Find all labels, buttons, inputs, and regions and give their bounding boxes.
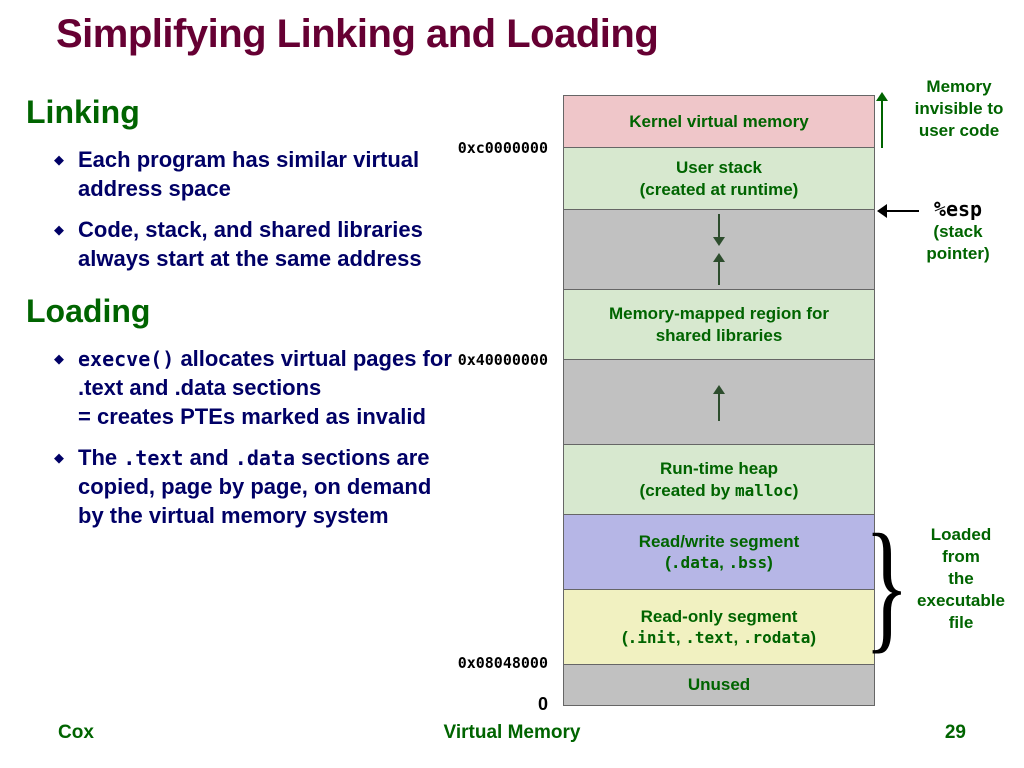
bullet-text: The .text and .data sections are copied,… — [78, 443, 458, 530]
mmap-growth-arrow-icon — [713, 253, 725, 285]
footer-page-number: 29 — [944, 722, 966, 743]
memregion-read-only-segment: Read-only segment (.init, .text, .rodata… — [564, 590, 874, 665]
memregion-gap-mmap-heap — [564, 360, 874, 445]
memory-invisible-arrow-icon — [876, 92, 888, 148]
memregion-gap-stack-mmap — [564, 210, 874, 290]
inline-code: .text — [685, 628, 734, 647]
inline-code: execve() — [78, 347, 175, 372]
bullet-text: Code, stack, and shared libraries always… — [78, 217, 423, 272]
region-label: (created by malloc) — [640, 480, 799, 501]
memory-invisible-note: Memory invisible to user code — [914, 77, 1004, 141]
heap-growth-arrow-icon — [713, 385, 725, 421]
address-label-kernel-base: 0xc0000000 — [457, 139, 548, 157]
label-segment: ) — [792, 480, 799, 500]
curly-brace-icon: } — [864, 504, 910, 666]
footer-title: Virtual Memory — [443, 722, 581, 743]
region-label: Run-time heap — [659, 459, 779, 479]
address-label-text-base: 0x08048000 — [457, 654, 548, 672]
region-label: User stack — [675, 158, 762, 178]
region-label: (.init, .text, .rodata) — [622, 627, 816, 648]
region-label: (.data, .bss) — [665, 552, 773, 573]
list-item: ◆ Code, stack, and shared libraries alwa… — [26, 215, 474, 273]
label-segment: ( — [665, 553, 671, 572]
region-label: Kernel virtual memory — [629, 111, 809, 131]
label-segment: , — [719, 553, 729, 572]
inline-code: .data — [234, 446, 296, 471]
memregion-unused: Unused — [564, 665, 874, 705]
diamond-bullet-icon: ◆ — [54, 152, 64, 167]
address-label-shared-lib-base: 0x40000000 — [457, 351, 548, 369]
memregion-shared-libraries: Memory-mapped region for shared librarie… — [564, 290, 874, 360]
bullet-text-segment: allocates virtual pages for .text and .d… — [78, 346, 452, 401]
memregion-runtime-heap: Run-time heap (created by malloc) — [564, 445, 874, 515]
bullet-text: execve() allocates virtual pages for .te… — [78, 344, 458, 431]
region-label: Read-only segment — [640, 606, 798, 626]
region-label: shared libraries — [655, 325, 783, 345]
bullet-text-segment: sections are copied, page by page, on de… — [78, 445, 432, 529]
diamond-bullet-icon: ◆ — [54, 450, 64, 466]
inline-code: .data — [670, 553, 720, 572]
memregion-read-write-segment: Read/write segment (.data, .bss) — [564, 515, 874, 590]
memregion-kernel: Kernel virtual memory — [564, 96, 874, 148]
bullet-text-segment: The — [78, 445, 124, 471]
loaded-from-note: Loaded from the executable file — [917, 525, 1005, 633]
inline-code: .init — [627, 628, 676, 647]
content-column: Linking ◆ Each program has similar virtu… — [26, 94, 474, 542]
inline-code: malloc — [734, 480, 793, 500]
memregion-user-stack: User stack (created at runtime) — [564, 148, 874, 210]
diamond-bullet-icon: ◆ — [54, 351, 64, 367]
inline-code: .bss — [728, 553, 768, 572]
esp-pointer-arrow-icon — [877, 204, 919, 218]
region-label: (created at runtime) — [639, 179, 799, 199]
footer-author: Cox — [58, 722, 94, 743]
label-segment: , — [675, 628, 686, 647]
diamond-bullet-icon: ◆ — [54, 222, 64, 238]
list-item: ◆ execve() allocates virtual pages for .… — [26, 344, 474, 431]
address-label-zero: 0 — [537, 694, 548, 714]
esp-label: %esp — [933, 197, 983, 221]
stack-growth-arrow-icon — [713, 214, 725, 246]
esp-annotation: %esp (stack pointer) — [902, 197, 1014, 265]
inline-code: .rodata — [742, 628, 811, 647]
label-segment: (created by — [639, 480, 735, 500]
label-segment: ) — [810, 628, 817, 647]
list-item: ◆ The .text and .data sections are copie… — [26, 443, 474, 530]
label-segment: ( — [621, 628, 628, 647]
region-label: Read/write segment — [638, 531, 800, 551]
list-item: ◆ Each program has similar virtual addre… — [26, 145, 474, 203]
region-label: Unused — [687, 675, 751, 695]
page-title: Simplifying Linking and Loading — [56, 12, 659, 56]
loading-heading: Loading — [26, 293, 151, 330]
bullet-text-segment: = creates PTEs marked as invalid — [78, 404, 426, 430]
memory-map-diagram: Kernel virtual memory User stack (create… — [563, 95, 875, 706]
label-segment: , — [733, 628, 743, 647]
bullet-text: Each program has similar virtual address… — [78, 147, 420, 202]
inline-code: .text — [123, 446, 184, 471]
esp-sublabel: (stack pointer) — [926, 222, 990, 264]
bullet-text-segment: and — [183, 445, 235, 471]
linking-heading: Linking — [26, 94, 140, 130]
label-segment: ) — [767, 553, 773, 572]
region-label: Memory-mapped region for — [608, 304, 830, 324]
